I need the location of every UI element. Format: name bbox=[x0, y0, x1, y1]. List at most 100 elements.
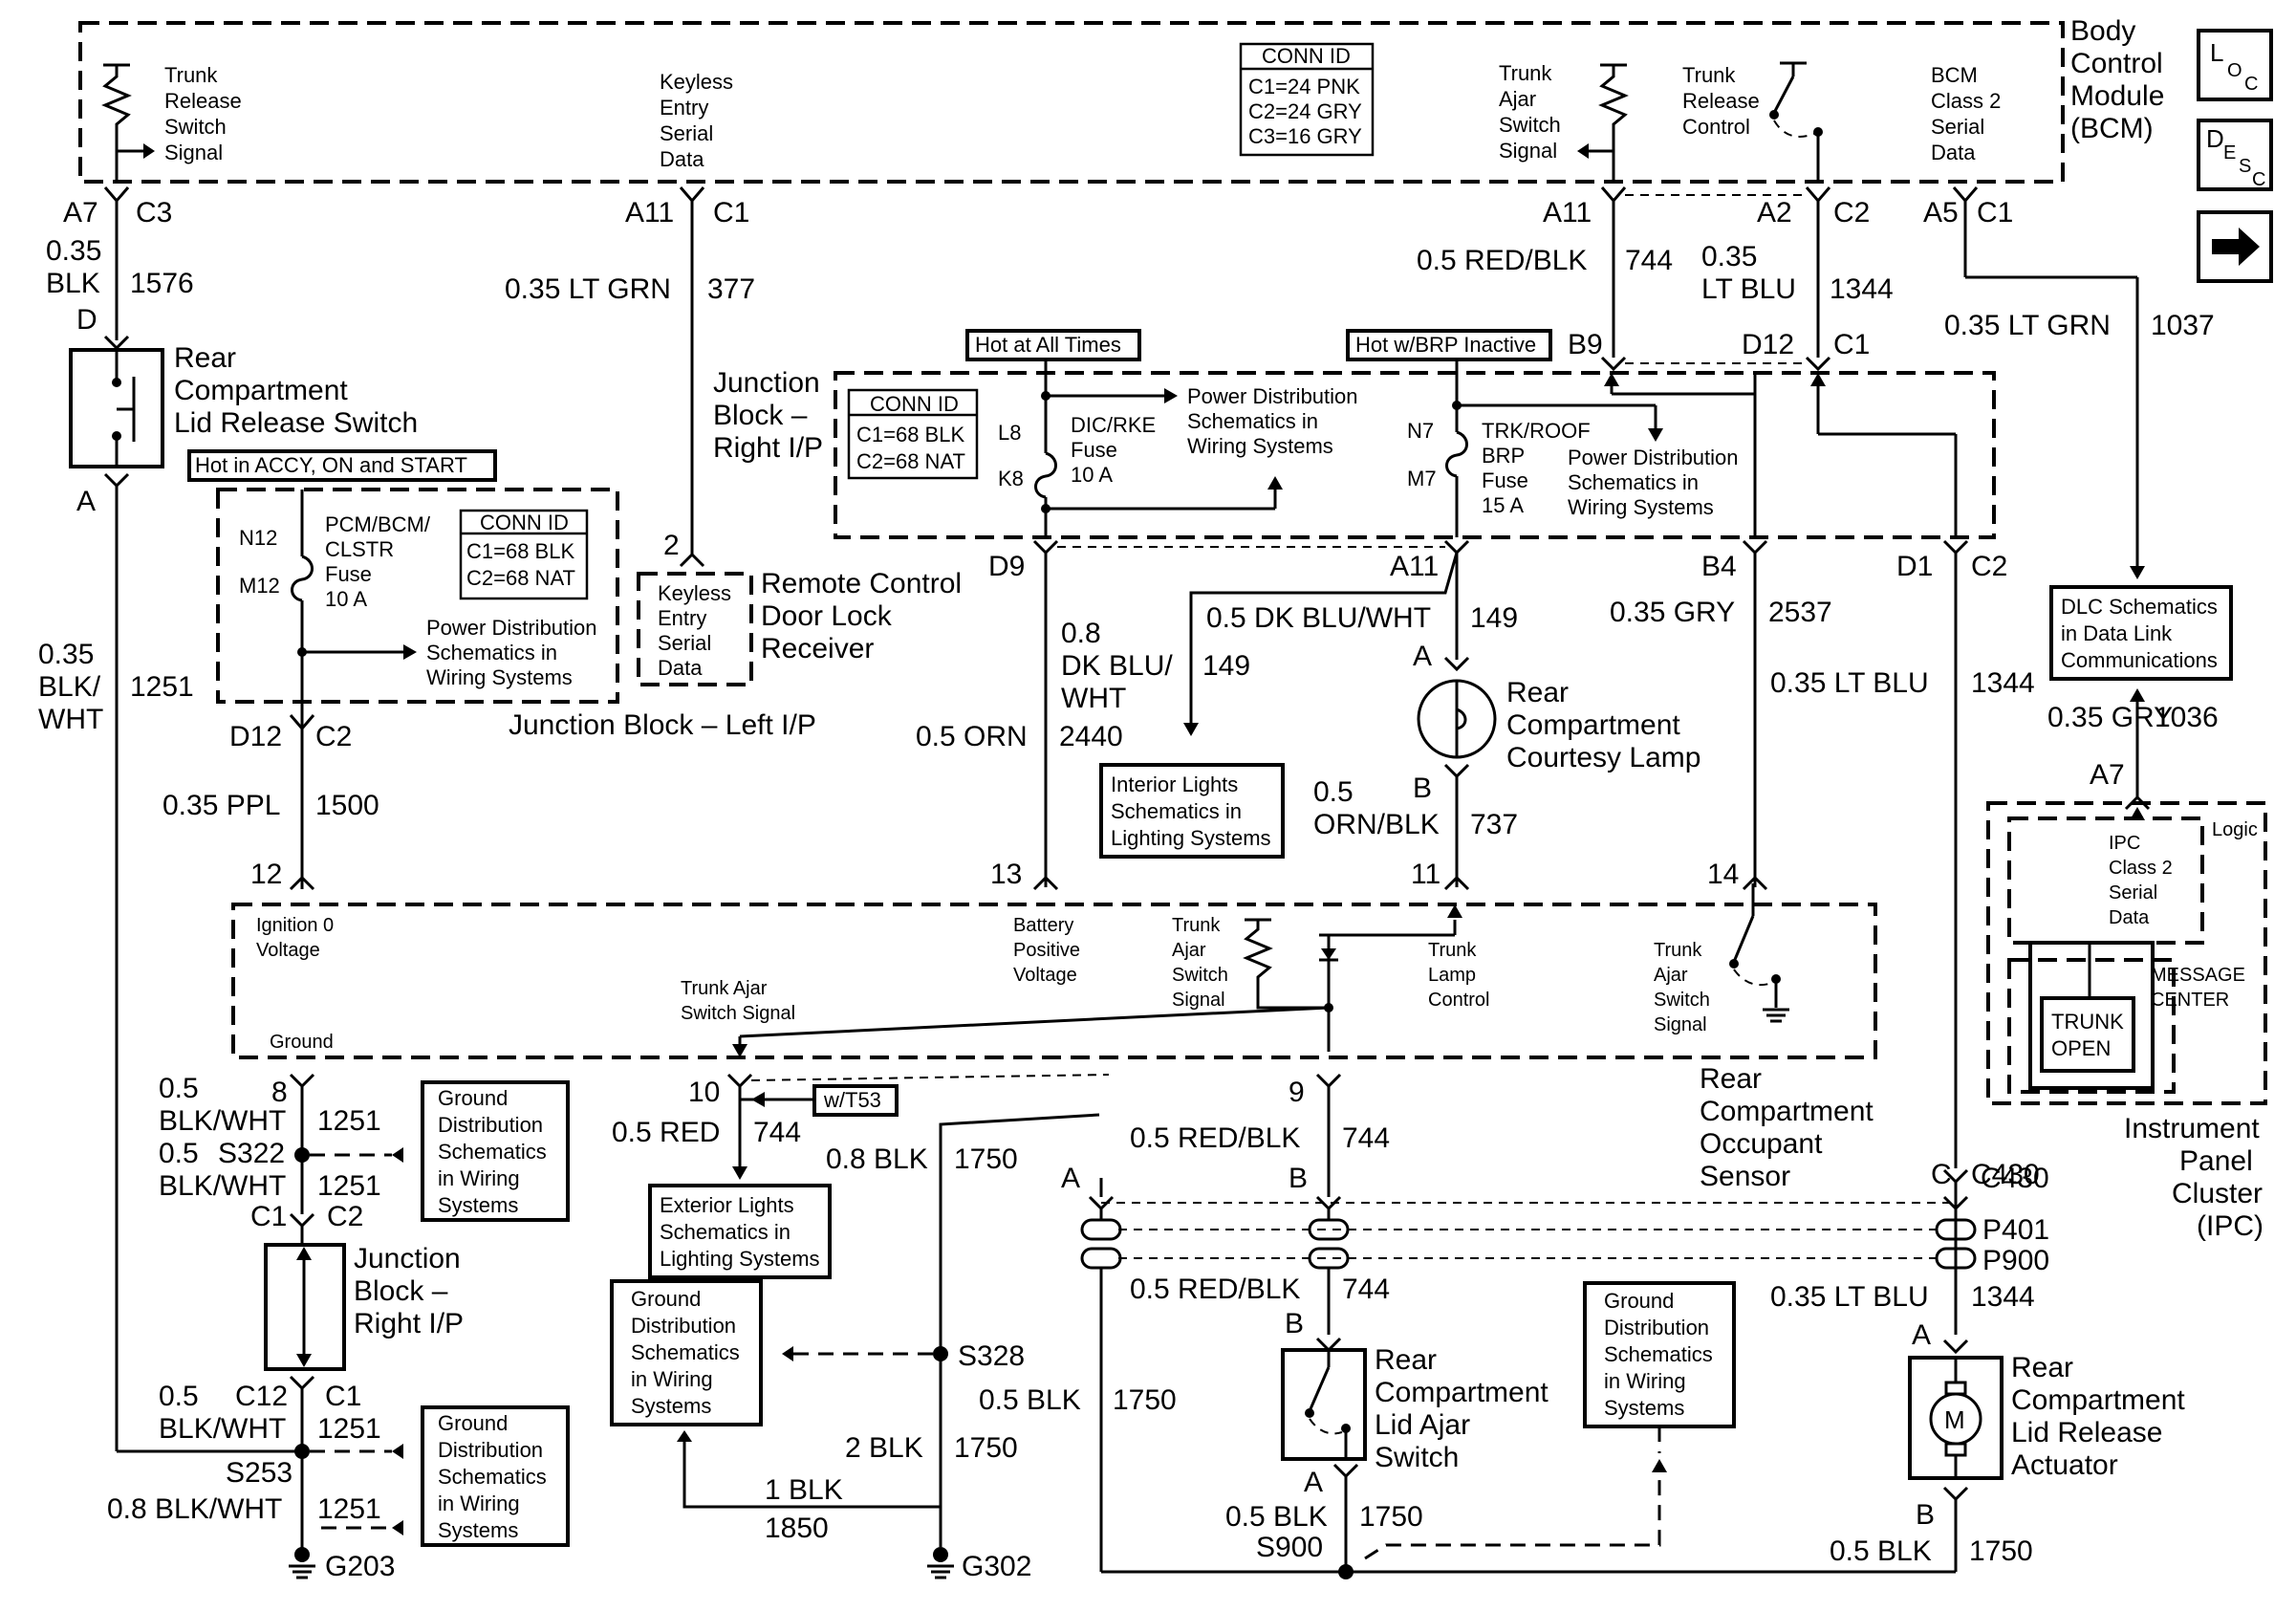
svg-text:Trunk Ajar: Trunk Ajar bbox=[681, 978, 768, 999]
svg-text:1 BLK: 1 BLK bbox=[765, 1474, 843, 1506]
lbl-keyless-2: Entry bbox=[660, 96, 708, 120]
motor-icon: M bbox=[1944, 1405, 1965, 1434]
circuit-737: B 0.5 ORN/BLK 737 11 bbox=[1313, 763, 1518, 891]
c430-b-terminal bbox=[1308, 1208, 1350, 1270]
circuit-1251-ground: 8 0.5 BLK/WHT 1251 S322 0.5 BLK/WHT 1251… bbox=[159, 1073, 570, 1245]
svg-text:10 A: 10 A bbox=[325, 587, 367, 611]
svg-text:Junction Block – Left I/P: Junction Block – Left I/P bbox=[509, 709, 816, 741]
loc-icon[interactable] bbox=[2197, 29, 2273, 101]
svg-text:Distribution: Distribution bbox=[438, 1113, 543, 1137]
splice-s900: S900 bbox=[1256, 1532, 1323, 1563]
lid-ajar-switch-label-2: Compartment bbox=[1375, 1377, 1549, 1408]
ipc-title-1: Instrument bbox=[2124, 1113, 2260, 1144]
svg-text:1251: 1251 bbox=[317, 1105, 381, 1137]
svg-text:L8: L8 bbox=[998, 421, 1021, 445]
svg-text:IPC: IPC bbox=[2109, 833, 2140, 854]
svg-text:C12: C12 bbox=[235, 1381, 288, 1412]
lid-ajar-switch-label-3: Lid Ajar bbox=[1375, 1409, 1470, 1441]
circuit-149: A11 0.8 DK BLU/ WHT 149 0.5 DK BLU/WHT 1… bbox=[1061, 539, 1518, 859]
svg-text:BLK/WHT: BLK/WHT bbox=[159, 1413, 286, 1445]
svg-text:1251: 1251 bbox=[317, 1170, 381, 1202]
lbl-trunk-release-4: Signal bbox=[164, 141, 223, 164]
svg-text:1576: 1576 bbox=[130, 268, 194, 299]
desc-icon[interactable] bbox=[2197, 119, 2273, 191]
svg-text:1750: 1750 bbox=[954, 1432, 1018, 1464]
svg-text:C: C bbox=[1931, 1159, 1952, 1190]
hot-brp-inactive-label: Hot w/BRP Inactive bbox=[1355, 333, 1536, 357]
svg-text:A2: A2 bbox=[1757, 197, 1792, 229]
svg-text:C1: C1 bbox=[325, 1381, 361, 1412]
svg-text:Data: Data bbox=[658, 656, 703, 680]
lid-ajar-switch-label-4: Switch bbox=[1375, 1442, 1459, 1473]
svg-text:TRK/ROOF: TRK/ROOF bbox=[1482, 419, 1591, 443]
lbl-bcmc2-1: BCM bbox=[1931, 63, 1978, 87]
svg-text:0.35: 0.35 bbox=[46, 235, 101, 267]
svg-text:11: 11 bbox=[1411, 859, 1440, 890]
lid-release-switch[interactable]: Rear Compartment Lid Release Switch bbox=[69, 342, 418, 468]
svg-text:0.5 RED/BLK: 0.5 RED/BLK bbox=[1417, 245, 1587, 276]
svg-text:Control: Control bbox=[1428, 990, 1489, 1011]
svg-text:0.5 RED/BLK: 0.5 RED/BLK bbox=[1130, 1122, 1300, 1154]
actuator-label-3: Lid Release bbox=[2011, 1417, 2162, 1448]
svg-text:Schematics in: Schematics in bbox=[426, 641, 557, 664]
lid-release-switch-label-2: Compartment bbox=[174, 375, 348, 406]
svg-text:S: S bbox=[2239, 156, 2251, 177]
svg-text:M7: M7 bbox=[1407, 467, 1437, 490]
svg-text:B: B bbox=[1413, 773, 1432, 804]
lid-ajar-switch[interactable]: Rear Compartment Lid Ajar Switch bbox=[1281, 1344, 1549, 1473]
junction-block-right-bottom: Junction Block – Right I/P bbox=[264, 1243, 464, 1371]
svg-text:in Data Link: in Data Link bbox=[2061, 621, 2173, 645]
svg-text:Fuse: Fuse bbox=[1482, 468, 1528, 492]
svg-text:CLSTR: CLSTR bbox=[325, 537, 394, 561]
jb-right-bottom-label-1: Junction bbox=[354, 1243, 461, 1274]
svg-text:0.35 LT BLU: 0.35 LT BLU bbox=[1770, 1281, 1929, 1313]
svg-text:K8: K8 bbox=[998, 467, 1024, 490]
svg-text:A5: A5 bbox=[1923, 197, 1959, 229]
svg-text:0.5 BLK: 0.5 BLK bbox=[979, 1384, 1081, 1416]
lbl-trunk-ajar-4: Signal bbox=[1499, 139, 1557, 163]
svg-text:C2=68 NAT: C2=68 NAT bbox=[856, 449, 965, 473]
junction-block-right-top: Junction Block – Right I/P Hot at All Ti… bbox=[713, 329, 1996, 539]
circuit-744-1344-top: A11 A2 C2 0.5 RED/BLK 744 0.35 LT BLU 13… bbox=[1417, 186, 1894, 372]
svg-text:1251: 1251 bbox=[317, 1413, 381, 1445]
svg-text:C1: C1 bbox=[713, 197, 749, 229]
svg-text:D1: D1 bbox=[1896, 551, 1933, 582]
svg-text:0.5: 0.5 bbox=[1313, 776, 1354, 808]
svg-text:E: E bbox=[2223, 142, 2236, 163]
svg-text:2 BLK: 2 BLK bbox=[845, 1432, 923, 1464]
jb-right-top-label-3: Right I/P bbox=[713, 432, 823, 464]
svg-text:Wiring Systems: Wiring Systems bbox=[1187, 434, 1333, 458]
svg-text:Distribution: Distribution bbox=[1604, 1316, 1709, 1339]
svg-text:8: 8 bbox=[271, 1077, 288, 1108]
svg-text:Power Distribution: Power Distribution bbox=[1568, 446, 1739, 469]
lid-release-actuator[interactable]: M Rear Compartment Lid Release Actuator bbox=[1908, 1352, 2185, 1481]
bcm-module: Body Control Module (BCM) Trunk Release … bbox=[78, 15, 2164, 184]
ground-g302: G302 bbox=[962, 1551, 1031, 1582]
rcdlr-title-1: Remote Control bbox=[761, 568, 962, 599]
svg-text:B: B bbox=[1285, 1308, 1304, 1339]
occupant-sensor-module: Ignition 0 Voltage Ground Battery Positi… bbox=[231, 883, 1877, 1192]
svg-text:377: 377 bbox=[707, 273, 755, 305]
lbl-trc-3: Control bbox=[1682, 115, 1750, 139]
svg-text:Systems: Systems bbox=[438, 1518, 518, 1542]
svg-text:744: 744 bbox=[753, 1117, 801, 1148]
svg-text:A: A bbox=[1061, 1163, 1080, 1194]
svg-text:C2=68 NAT: C2=68 NAT bbox=[466, 566, 575, 590]
svg-text:Ground: Ground bbox=[1604, 1289, 1674, 1313]
svg-text:Lighting Systems: Lighting Systems bbox=[660, 1247, 820, 1271]
rcdlr-title-3: Receiver bbox=[761, 633, 874, 664]
svg-text:149: 149 bbox=[1202, 650, 1250, 682]
actuator-label-2: Compartment bbox=[2011, 1384, 2185, 1416]
svg-text:0.35 GRY: 0.35 GRY bbox=[2047, 702, 2173, 733]
splice-s328: S328 bbox=[958, 1340, 1025, 1372]
svg-text:0.35 LT GRN: 0.35 LT GRN bbox=[505, 273, 671, 305]
svg-text:Schematics in: Schematics in bbox=[1187, 409, 1318, 433]
circuit-744-sensor: 9 0.5 RED/BLK 744 B bbox=[1130, 1073, 1390, 1197]
accy-on-start-label: Hot in ACCY, ON and START bbox=[195, 453, 467, 477]
svg-text:C3: C3 bbox=[136, 197, 172, 229]
svg-text:0.8: 0.8 bbox=[1061, 618, 1101, 649]
svg-text:1750: 1750 bbox=[1969, 1535, 2033, 1567]
svg-text:Keyless: Keyless bbox=[658, 581, 731, 605]
svg-text:Schematics: Schematics bbox=[1604, 1342, 1713, 1366]
